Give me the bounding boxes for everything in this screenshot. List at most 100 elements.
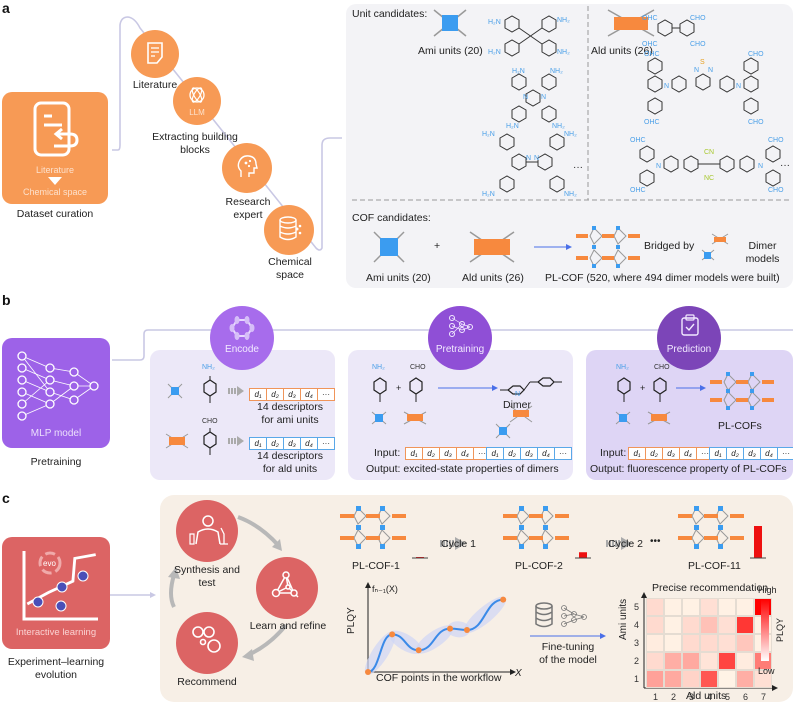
panel-a-connectors — [112, 16, 342, 251]
descriptor-cell: d₁ — [249, 388, 267, 401]
ami-node — [519, 525, 524, 530]
cof-lattice — [678, 506, 744, 549]
svg-text:OHC: OHC — [630, 137, 646, 144]
svg-text:OHC: OHC — [642, 15, 658, 22]
literature-text: Literature — [35, 165, 75, 175]
descriptor-cell: d₄ — [300, 437, 318, 450]
neural-network-icon — [561, 605, 587, 627]
curve-function-label: fₙ₋₁(X) — [372, 584, 398, 594]
dimer-models-text: Dimer models — [745, 240, 780, 265]
ald-node — [704, 514, 718, 518]
scientist-lab-icon — [189, 515, 228, 545]
descriptor-cell: d₁ — [628, 447, 646, 460]
svg-text:NH₂: NH₂ — [557, 17, 570, 24]
encode-card — [150, 350, 335, 480]
arrow-dash — [446, 540, 448, 547]
cof-candidates-title: COF candidates: — [352, 212, 431, 224]
y-axis-arrow — [365, 582, 371, 588]
heatmap-cell — [664, 616, 682, 634]
fine-tuning-icons — [535, 602, 587, 628]
experiment-learning-caption: Experiment–learning evolution — [7, 656, 105, 681]
descriptor-cell: ··· — [317, 388, 335, 401]
descriptor-cell: d₂ — [266, 388, 284, 401]
descriptor-cell: d₃ — [439, 447, 457, 460]
head-network-icon — [237, 155, 258, 177]
heatmap-cell — [664, 598, 682, 616]
stage-pretraining-label: Pretraining — [435, 344, 485, 355]
neural-network-icon — [449, 315, 473, 337]
cof-ami-glyph — [373, 231, 405, 263]
ald-node — [340, 536, 354, 540]
prediction-plus: + — [640, 383, 646, 393]
lattice-link — [540, 529, 554, 547]
cof-ami-label: Ami units (20) — [366, 272, 431, 284]
heatmap-cell — [718, 652, 736, 670]
dimer-label: Dimer — [503, 399, 531, 411]
heatmap-cell — [646, 652, 664, 670]
heatmap-cell — [736, 652, 754, 670]
dataset-curation-caption: Dataset curation — [16, 208, 94, 220]
svg-text:N: N — [526, 155, 531, 162]
svg-text:OHC: OHC — [644, 51, 660, 58]
imine-n: N — [515, 391, 521, 398]
cycle-ellipsis: ••• — [650, 536, 661, 547]
encode-glyphs — [165, 376, 244, 455]
ald-units-label: Ald units (26) — [591, 45, 653, 57]
ami-node — [694, 506, 699, 511]
pl-cof-11-label: PL-COF-11 — [688, 560, 741, 572]
data-point — [415, 647, 422, 654]
heatmap-cell — [718, 598, 736, 616]
heatmap-cell — [736, 598, 754, 616]
heatmap-cell — [682, 616, 700, 634]
svg-text:CHO: CHO — [690, 41, 706, 48]
data-point — [389, 631, 396, 638]
ami-node — [543, 544, 548, 549]
graph-network-icon — [271, 571, 299, 598]
heatmap-cell — [646, 670, 664, 688]
ald-node — [678, 514, 692, 518]
panel-b-connectors — [112, 329, 793, 361]
svg-text:CHO: CHO — [768, 187, 784, 194]
llm-knot-icon — [189, 87, 205, 103]
plus-sign: + — [434, 240, 441, 252]
heatmap-cell — [736, 616, 754, 634]
plqy-curve-chart — [364, 582, 516, 675]
curve-y-label: PLQY — [346, 607, 357, 634]
descriptor-cell: d₁ — [709, 447, 727, 460]
database-icon — [535, 602, 553, 628]
stage-prediction-label: Prediction — [666, 344, 712, 355]
svg-text:NH₂: NH₂ — [557, 49, 570, 56]
ami-ellipsis: ··· — [573, 162, 583, 173]
svg-text:S: S — [700, 59, 705, 66]
svg-text:NC: NC — [704, 175, 714, 182]
ami-node — [543, 506, 548, 511]
document-return-icon — [33, 101, 79, 157]
heatmap-x-tick: 3 — [689, 692, 694, 702]
cof-progression — [340, 506, 766, 559]
descriptor-cell: d₄ — [679, 447, 697, 460]
ami-descriptor-caption: 14 descriptors for ami units — [257, 401, 323, 426]
svg-text:H₂N: H₂N — [488, 19, 501, 26]
heatmap-cell — [700, 670, 718, 688]
heatmap-cell — [682, 634, 700, 652]
document-icon — [147, 42, 163, 64]
pretraining-caption: Pretraining — [30, 456, 82, 468]
descriptor-cell: d₂ — [726, 447, 744, 460]
synthesis-test-step — [176, 500, 238, 562]
cycle-1-label: Cycle 1 — [441, 538, 477, 550]
heatmap-cell — [718, 670, 736, 688]
data-point — [447, 625, 454, 632]
cycle-arrow-icon — [440, 537, 466, 550]
arrow-dash — [618, 540, 620, 547]
ald-node — [529, 536, 543, 540]
cof-lattice — [340, 506, 406, 549]
ald-node — [503, 536, 517, 540]
svg-text:N: N — [708, 67, 713, 74]
svg-text:N: N — [656, 163, 661, 170]
arrow-head — [455, 537, 466, 550]
panel-c-label: c — [2, 490, 10, 506]
